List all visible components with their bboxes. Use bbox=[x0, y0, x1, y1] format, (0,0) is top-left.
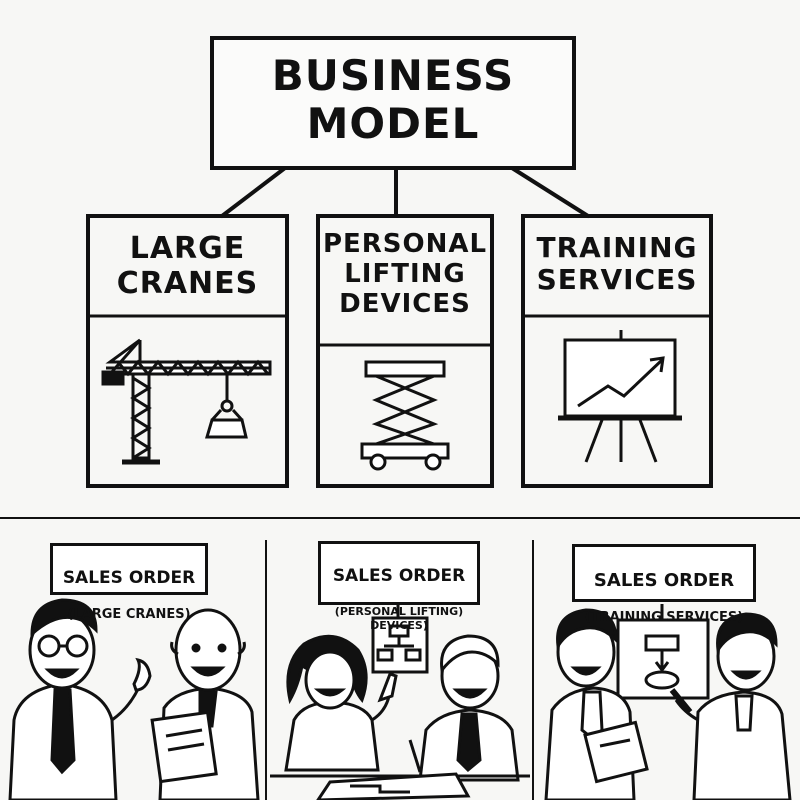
scissor-lift-icon bbox=[360, 360, 450, 471]
sales-order-title: SALES ORDER bbox=[62, 568, 196, 588]
woman-figure bbox=[284, 634, 398, 772]
sales-order-title: SALES ORDER bbox=[593, 570, 735, 591]
personal-lifting-devices-label: PERSONAL LIFTING DEVICES bbox=[322, 229, 488, 319]
salesperson-glasses-figure bbox=[8, 598, 152, 800]
large-cranes-box bbox=[86, 214, 289, 488]
client-bald-figure bbox=[150, 608, 260, 800]
business-model-label: BUSINESS MODEL bbox=[271, 51, 515, 149]
pointing-man-figure bbox=[669, 612, 792, 800]
chart-easel-icon bbox=[558, 330, 682, 463]
flowchart-sign-icon bbox=[371, 604, 429, 674]
sales-order-title: SALES ORDER bbox=[332, 566, 466, 586]
presenter-figure bbox=[544, 608, 649, 800]
sales-order-subtitle: (TRAINING SERVICES) bbox=[584, 610, 744, 625]
business-model-box bbox=[210, 36, 576, 170]
blueprint-table bbox=[270, 772, 530, 800]
flowchart-board-icon bbox=[616, 604, 710, 700]
sales-order-sign-personal-lifting: SALES ORDER (PERSONAL LIFTING) DEVICES) bbox=[318, 541, 480, 632]
sales-order-sign-large-cranes: SALES ORDER (LARGE CRANES) bbox=[50, 543, 208, 622]
sales-order-sign-training-services: SALES ORDER (TRAINING SERVICES) bbox=[572, 544, 756, 625]
large-cranes-label: LARGE CRANES bbox=[116, 231, 259, 301]
personal-lifting-devices-box bbox=[316, 214, 494, 488]
man-suit-figure bbox=[408, 634, 520, 782]
sales-order-subtitle: (PERSONAL LIFTING) DEVICES) bbox=[334, 605, 464, 632]
sales-order-subtitle: (LARGE CRANES) bbox=[67, 607, 191, 622]
tower-crane-icon bbox=[101, 338, 272, 465]
training-services-label: TRAINING SERVICES bbox=[536, 231, 698, 297]
training-services-box bbox=[521, 214, 713, 488]
root-connectors bbox=[220, 166, 590, 218]
